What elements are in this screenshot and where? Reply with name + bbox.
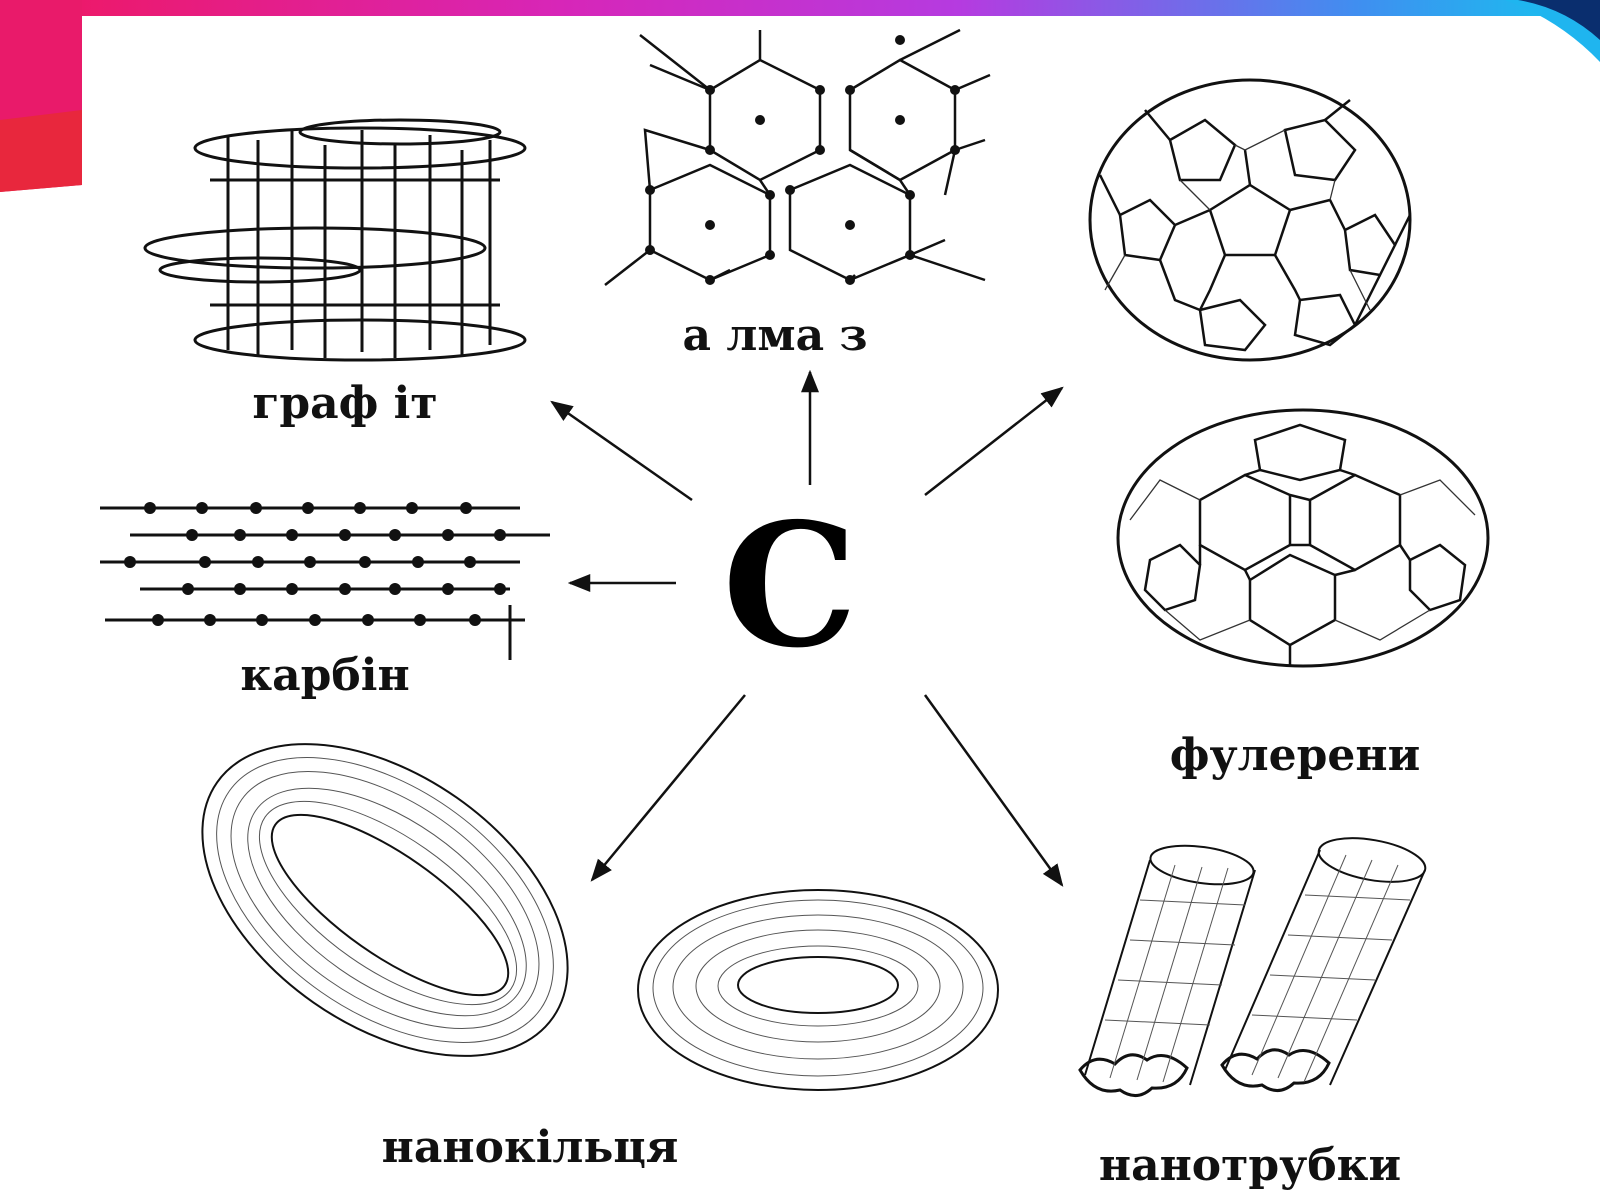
diamond-structure: [604, 28, 991, 286]
fullerene-c60: [1088, 78, 1412, 362]
arrow-to-graphite: [550, 400, 693, 502]
nanoring-tilted: [201, 743, 569, 1057]
arrow-to-nanorings: [590, 694, 746, 882]
nanotubes-label: нанотрубки: [1099, 1140, 1401, 1191]
center-carbon-symbol: C: [722, 486, 857, 686]
nanotube-left: [1078, 844, 1256, 1097]
nanorings-label: нанокільця: [382, 1122, 679, 1173]
graphite-structure: [143, 118, 527, 362]
arrow-to-nanotubes: [923, 694, 1064, 887]
diamond-label: а лма з: [683, 310, 868, 361]
content-panel: [82, 16, 1506, 1200]
nanoring-flat: [637, 889, 999, 1091]
fullerene-c70: [1116, 408, 1490, 668]
slide-banner: [0, 0, 1600, 192]
arrows: [550, 369, 1064, 887]
fullerenes-label: фулерени: [1170, 730, 1420, 781]
graphite-label: граф іт: [252, 378, 437, 429]
arrow-to-fullerenes: [924, 386, 1064, 496]
carbyne-chains: [100, 502, 550, 660]
carbyne-label: карбін: [240, 650, 409, 701]
nanotube-right: [1220, 837, 1427, 1092]
